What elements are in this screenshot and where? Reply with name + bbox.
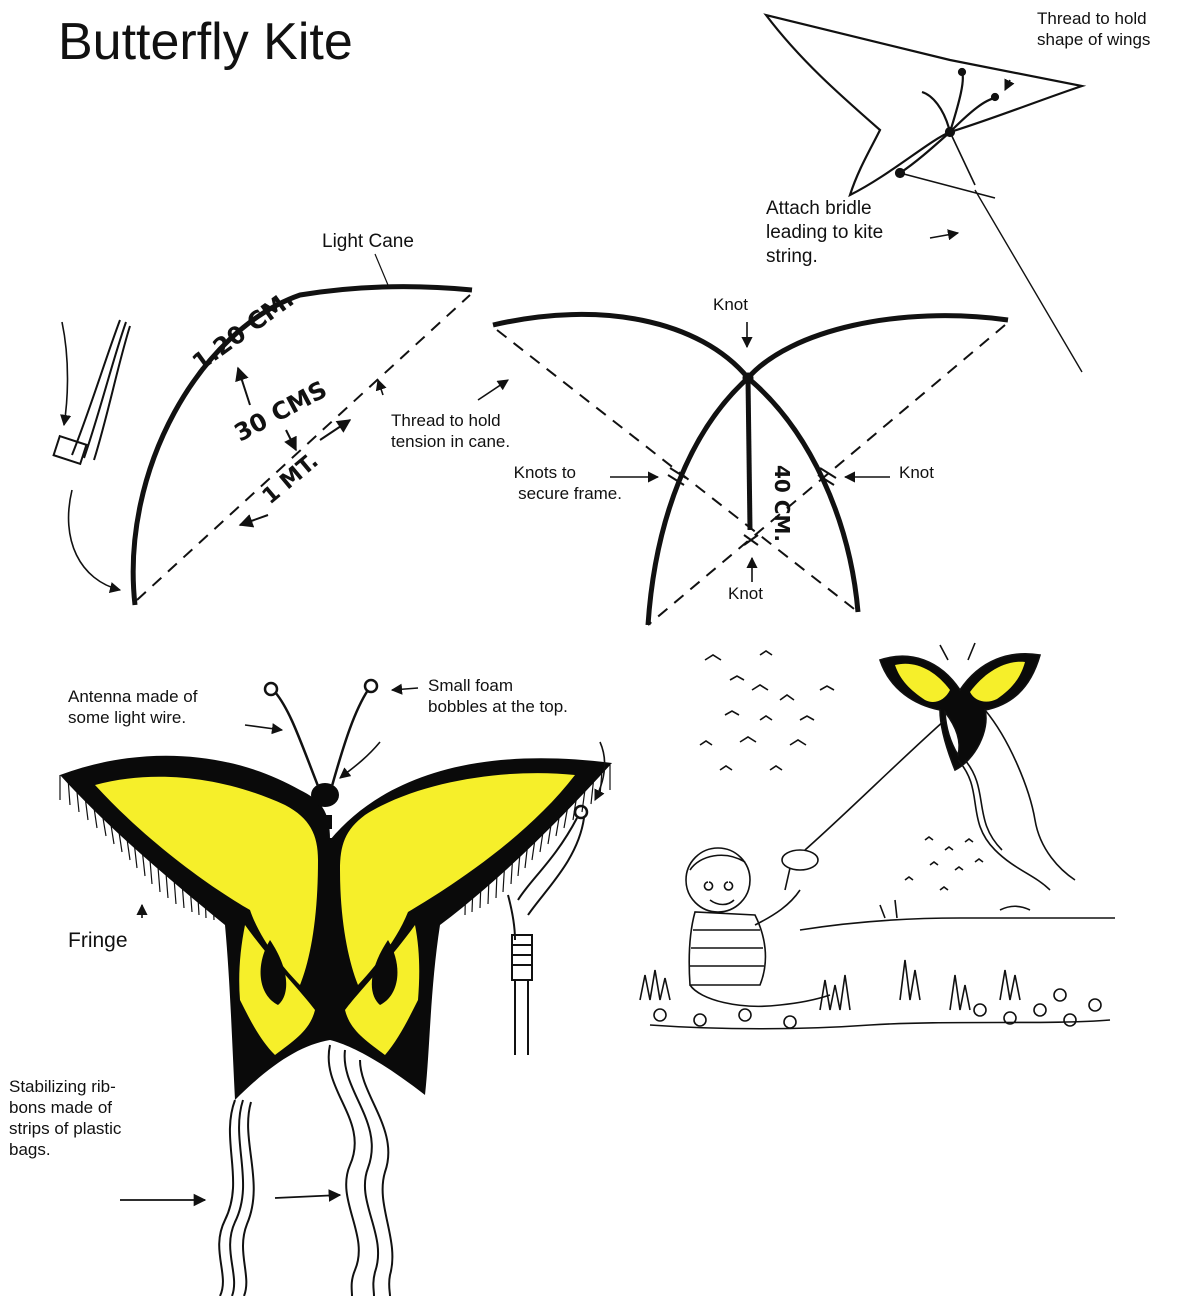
label-thread-tension: Thread to hold tension in cane. [391, 410, 510, 452]
label-attach-bridle-line-1: Attach bridle [766, 197, 883, 221]
label-fringe: Fringe [68, 929, 128, 953]
label-attach-bridle-line-2: leading to kite [766, 221, 883, 245]
label-thread-tension-line-2: tension in cane. [391, 431, 510, 452]
label-knot-top: Knot [713, 294, 748, 315]
label-attach-bridle: Attach bridle leading to kite string. [766, 197, 883, 269]
label-antenna: Antenna made of some light wire. [68, 686, 197, 728]
label-ribbons: Stabilizing rib- bons made of strips of … [9, 1076, 121, 1160]
label-thread-wings-line-2: shape of wings [1037, 29, 1150, 50]
height-lettering: 40 CM. [770, 465, 794, 542]
label-knots-secure-line-1: Knots to [492, 462, 622, 483]
label-knot-bottom: Knot [728, 583, 763, 604]
label-thread-wings-line-1: Thread to hold [1037, 8, 1150, 29]
label-light-cane: Light Cane [322, 230, 414, 254]
label-thread-wings: Thread to hold shape of wings [1037, 8, 1150, 50]
label-ribbons-line-4: bags. [9, 1139, 121, 1160]
label-knot-right: Knot [899, 462, 934, 483]
label-thread-tension-line-1: Thread to hold [391, 410, 510, 431]
label-foam-bobbles-line-2: bobbles at the top. [428, 696, 568, 717]
label-antenna-line-2: some light wire. [68, 707, 197, 728]
label-ribbons-line-2: bons made of [9, 1097, 121, 1118]
butterfly-kite-illustration [60, 680, 612, 1296]
label-antenna-line-1: Antenna made of [68, 686, 197, 707]
cane-length-lettering: 1.20 CM. [187, 285, 299, 377]
label-knots-secure: Knots to secure frame. [492, 462, 622, 504]
page-title: Butterfly Kite [58, 14, 353, 71]
kite-side-profile [766, 15, 1082, 372]
label-foam-bobbles: Small foam bobbles at the top. [428, 675, 568, 717]
label-attach-bridle-line-3: string. [766, 245, 883, 269]
label-ribbons-line-1: Stabilizing rib- [9, 1076, 121, 1097]
label-ribbons-line-3: strips of plastic [9, 1118, 121, 1139]
label-knots-secure-line-2: secure frame. [492, 483, 622, 504]
boy-flying-kite-scene [640, 643, 1115, 1029]
label-foam-bobbles-line-1: Small foam [428, 675, 568, 696]
